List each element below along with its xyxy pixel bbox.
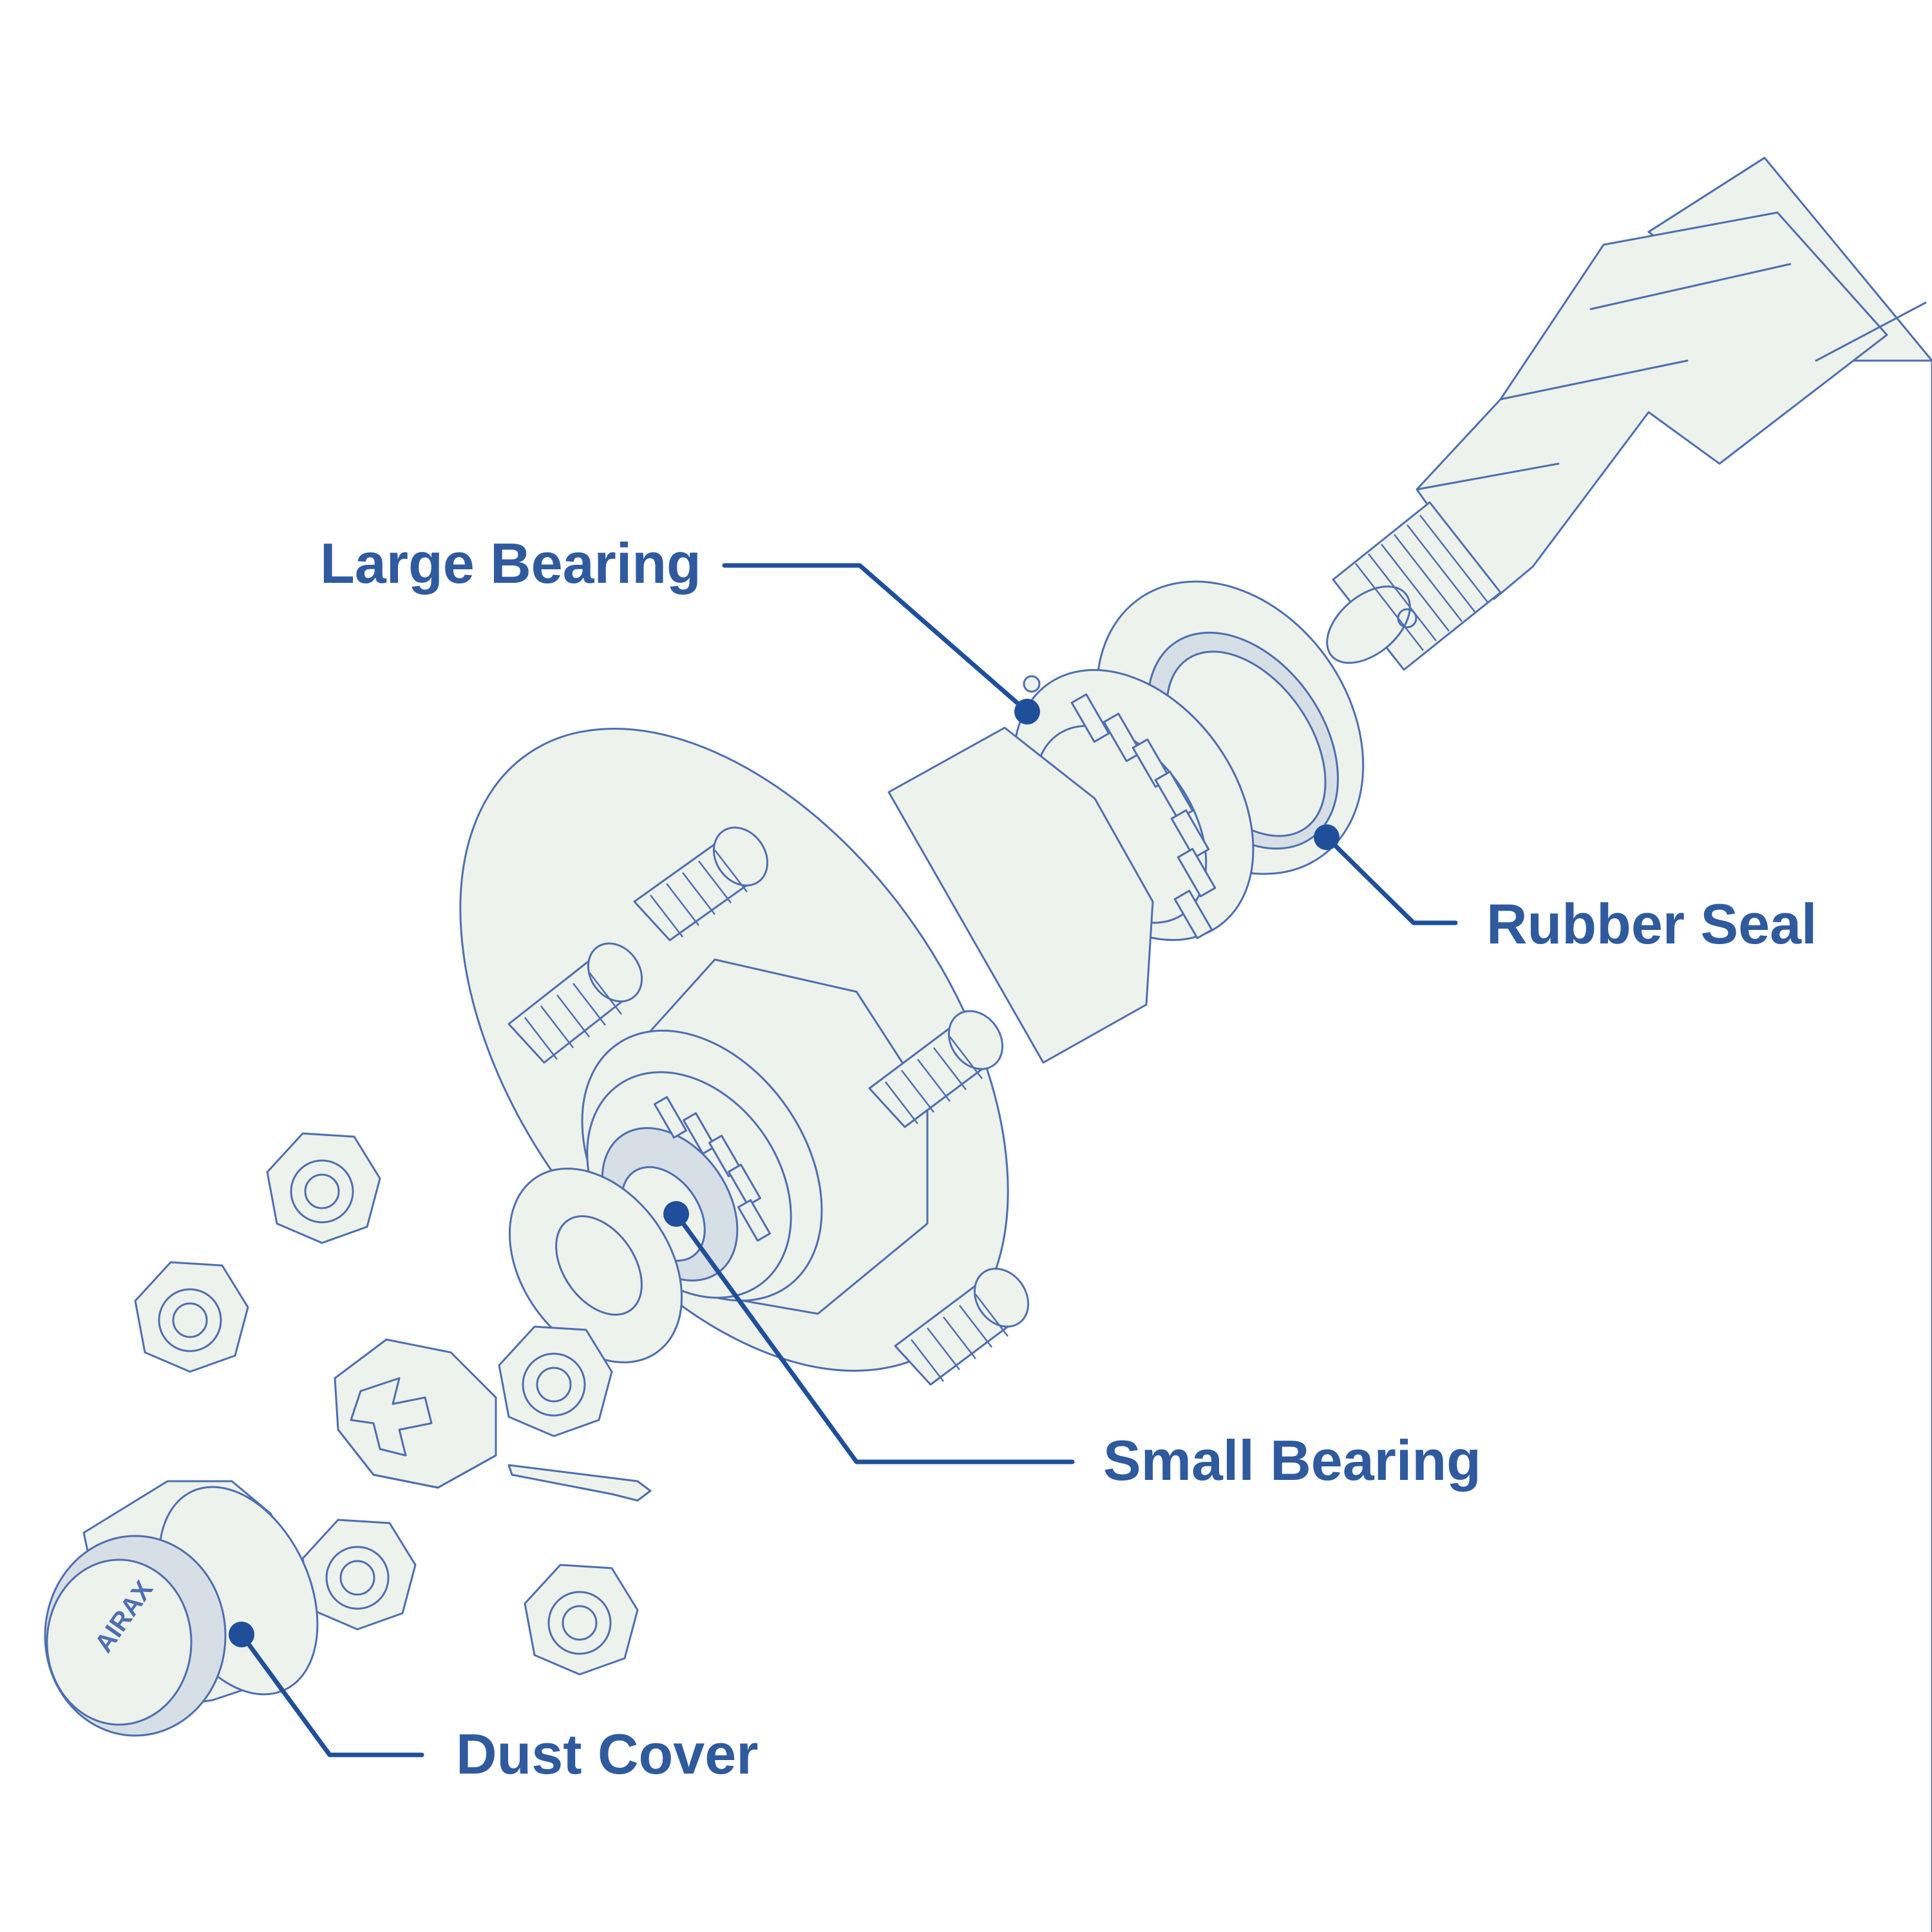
axle-spindle <box>1326 156 1932 1932</box>
lug-nut-2 <box>134 1261 249 1373</box>
stud-top <box>633 826 769 942</box>
spindle-threads <box>1355 515 1488 651</box>
lug-nut-5 <box>524 1564 639 1676</box>
stud-bottom <box>894 1267 1030 1386</box>
lug-nuts <box>134 1132 639 1676</box>
callout-small-bearing: Small Bearing <box>663 1201 1481 1492</box>
washer <box>508 1168 683 1363</box>
callout-large-bearing: Large Bearing <box>320 531 1040 724</box>
lug-nut-4 <box>301 1519 417 1631</box>
stud-left <box>507 942 643 1064</box>
callout-rubber-seal: Rubber Seal <box>1314 824 1817 956</box>
stud-right <box>868 1010 1004 1128</box>
large-bearing-rollers <box>1070 693 1217 940</box>
lug-nut-1 <box>266 1132 381 1244</box>
wheel-hub <box>459 726 1154 1372</box>
cotter-pin <box>507 1464 652 1502</box>
label-large-bearing: Large Bearing <box>320 531 701 595</box>
lug-nut-3 <box>498 1325 613 1437</box>
label-rubber-seal: Rubber Seal <box>1486 892 1817 956</box>
callout-dust-cover: Dust Cover <box>229 1622 758 1786</box>
label-small-bearing: Small Bearing <box>1103 1428 1481 1492</box>
wheel-studs <box>507 826 1030 1386</box>
small-bearing-rollers <box>653 1096 772 1242</box>
castle-nut <box>334 1338 497 1489</box>
dust-cover: AIRAX <box>44 1480 319 1737</box>
label-dust-cover: Dust Cover <box>456 1722 758 1786</box>
